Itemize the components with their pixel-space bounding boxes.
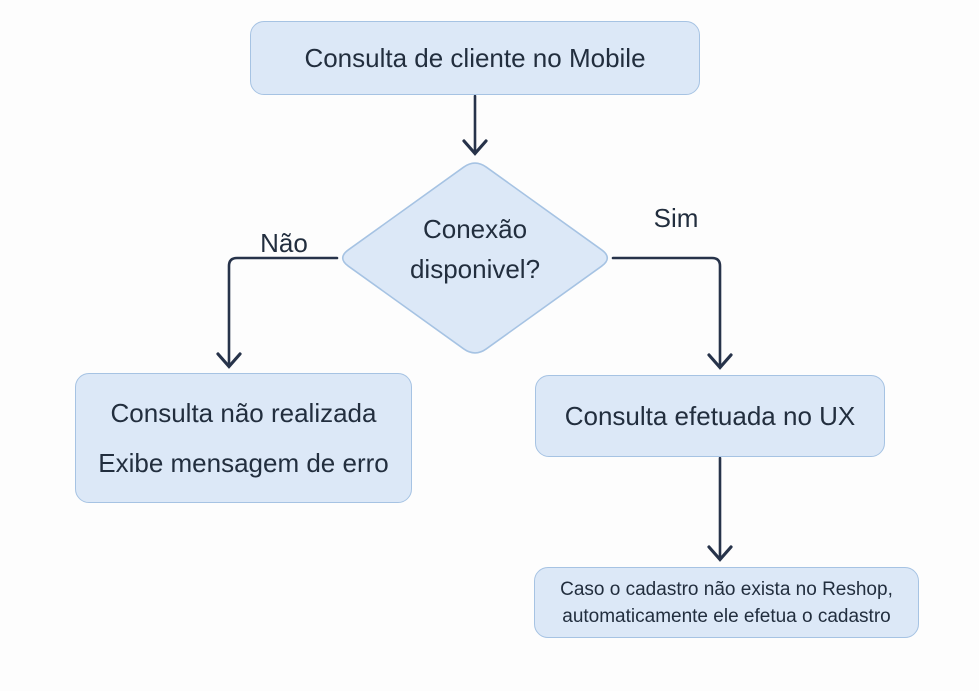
edge-decision-no (216, 256, 339, 369)
arrowhead-down-icon (707, 353, 733, 370)
node-decision-line1: Conexão (422, 214, 528, 244)
arrowhead-down-icon (462, 139, 488, 156)
edge-yes-to-register (707, 456, 733, 562)
arrowhead-down-icon (216, 352, 242, 369)
node-consulta-efetuada-label: Consulta efetuada no UX (564, 400, 856, 431)
node-decision-line2: disponivel? (409, 254, 541, 284)
node-consulta-nao-realizada: Consulta não realizada Exibe mensagem de… (75, 373, 412, 503)
node-decision: Conexão disponivel? (337, 159, 613, 357)
node-consulta-nao-realizada-line1: Consulta não realizada (110, 398, 377, 428)
arrowhead-down-icon (707, 545, 733, 562)
edge-start-to-decision (462, 94, 488, 156)
node-start: Consulta de cliente no Mobile (250, 21, 700, 95)
node-cadastro-automatico-line2: automaticamente ele efetua o cadastro (562, 605, 891, 627)
node-consulta-efetuada: Consulta efetuada no UX (535, 375, 885, 457)
decision-diamond-shape (341, 162, 609, 354)
node-start-label: Consulta de cliente no Mobile (304, 42, 646, 73)
node-consulta-nao-realizada-line2: Exibe mensagem de erro (98, 448, 389, 478)
edge-label-no: Não (260, 228, 308, 258)
edge-label-yes: Sim (653, 203, 699, 233)
node-cadastro-automatico-line1: Caso o cadastro não exista no Reshop, (560, 578, 893, 600)
edge-decision-yes (611, 256, 733, 370)
node-cadastro-automatico: Caso o cadastro não exista no Reshop, au… (534, 567, 919, 638)
